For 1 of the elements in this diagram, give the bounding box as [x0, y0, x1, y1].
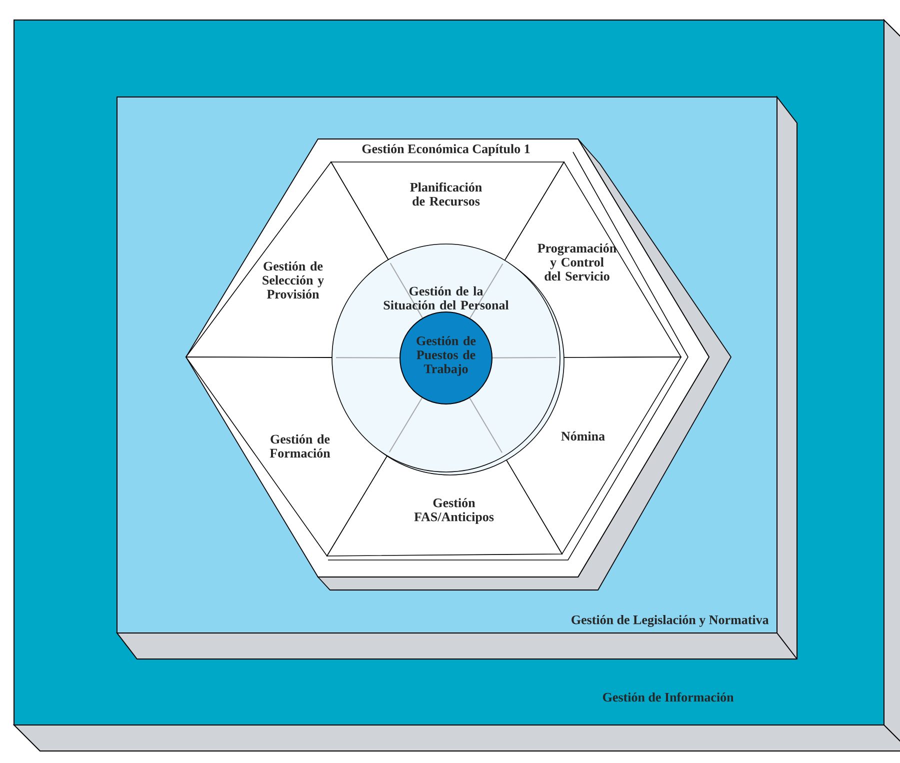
- hexagon-segment: Gestión de Formación: [185, 356, 389, 557]
